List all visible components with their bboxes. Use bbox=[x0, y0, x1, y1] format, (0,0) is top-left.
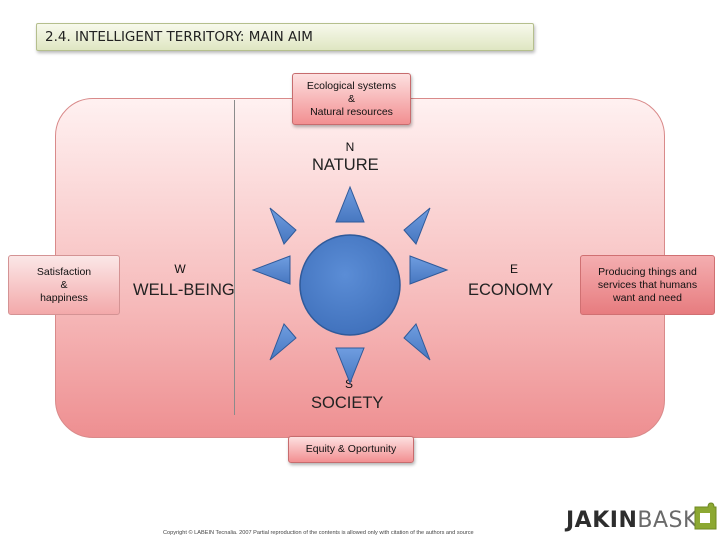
box-top-line-1: Ecological systems bbox=[306, 80, 397, 92]
box-left-line-3: happiness bbox=[40, 291, 88, 304]
box-right-line-3: want and need bbox=[613, 291, 682, 304]
page-title-text: 2.4. INTELLIGENT TERRITORY: MAIN AIM bbox=[45, 29, 313, 45]
box-ecological-systems: Ecological systems & Natural resources bbox=[292, 73, 411, 125]
center-circle bbox=[299, 234, 401, 336]
west-word: WELL-BEING bbox=[133, 281, 235, 299]
arrow-northwest bbox=[269, 207, 297, 245]
box-top-line-3: Natural resources bbox=[310, 106, 393, 118]
logo-part-2: BASK bbox=[637, 508, 698, 533]
divider-line bbox=[234, 100, 235, 415]
south-word: SOCIETY bbox=[311, 394, 384, 412]
box-producing: Producing things and services that human… bbox=[580, 255, 715, 315]
south-letter: S bbox=[344, 377, 353, 391]
box-right-line-2: services that humans bbox=[597, 278, 698, 291]
north-word: NATURE bbox=[312, 156, 379, 174]
box-left-line-2: & bbox=[60, 278, 68, 291]
box-equity: Equity & Oportunity bbox=[288, 436, 414, 463]
copyright-notice: Copyright © LABEIN Tecnalia. 2007 Partia… bbox=[163, 530, 474, 536]
arrow-south bbox=[335, 347, 365, 385]
page-title: 2.4. INTELLIGENT TERRITORY: MAIN AIM bbox=[36, 23, 534, 51]
box-bottom-text: Equity & Oportunity bbox=[305, 443, 397, 455]
north-letter: N bbox=[345, 140, 355, 154]
arrow-west bbox=[251, 255, 291, 285]
arrow-north bbox=[335, 185, 365, 223]
arrow-east bbox=[409, 255, 449, 285]
east-letter: E bbox=[509, 262, 518, 276]
puzzle-icon bbox=[694, 502, 717, 530]
box-satisfaction: Satisfaction & happiness bbox=[8, 255, 120, 315]
arrow-southeast bbox=[403, 323, 431, 361]
box-top-line-2: & bbox=[347, 93, 355, 105]
west-letter: W bbox=[174, 262, 186, 276]
box-right-line-1: Producing things and bbox=[598, 265, 697, 278]
arrow-southwest bbox=[269, 323, 297, 361]
logo-part-1: JAKIN bbox=[566, 508, 638, 533]
arrow-northeast bbox=[403, 207, 431, 245]
east-word: ECONOMY bbox=[468, 281, 554, 299]
box-left-line-1: Satisfaction bbox=[36, 265, 92, 278]
jakinbask-logo: JAKINBASK bbox=[566, 508, 698, 533]
